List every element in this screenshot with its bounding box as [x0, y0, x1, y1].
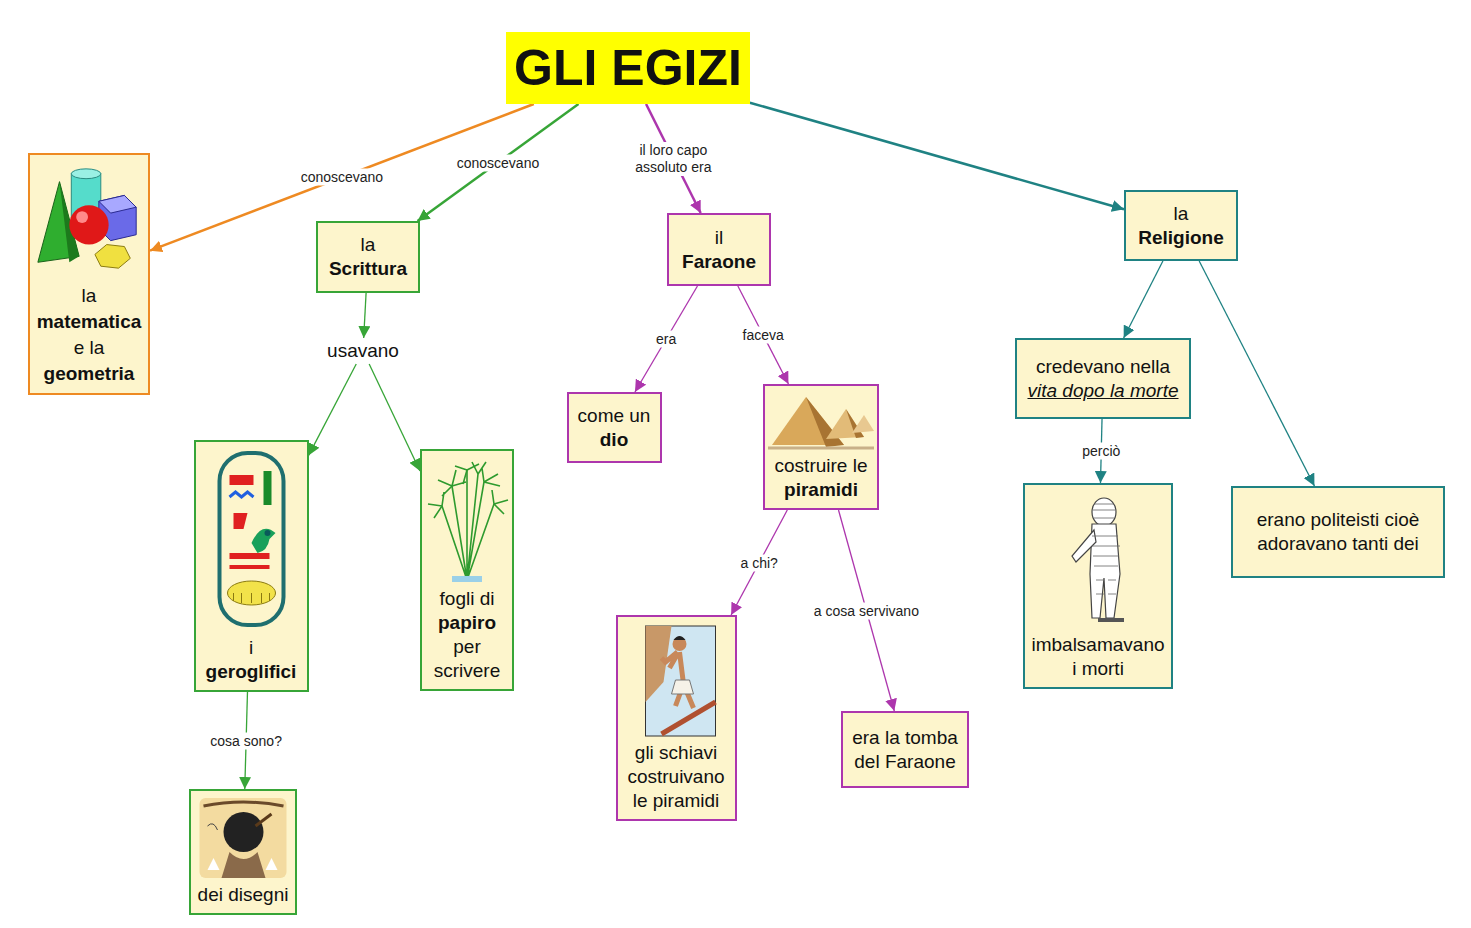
node-text: il [715, 226, 723, 250]
node-text: credevano nella [1036, 355, 1170, 379]
node-text: la [361, 233, 376, 257]
node-text: gli schiavi costruivano le piramidi [624, 741, 729, 813]
node-text: Religione [1138, 226, 1224, 250]
node-text: era la tomba del Faraone [851, 726, 959, 774]
connector-arrow [1199, 261, 1314, 486]
node-text: i [249, 636, 253, 660]
node-text: la [82, 283, 97, 309]
node-text: fogli di [440, 587, 495, 611]
connector-arrow [364, 293, 366, 338]
slave-illustration [618, 622, 735, 738]
node-text: piramidi [784, 478, 858, 502]
concept-box: era la tomba del Faraone [841, 711, 969, 788]
edge-label: a chi? [738, 554, 781, 571]
node-text: costruire le [775, 454, 868, 478]
node-text: e la [74, 335, 105, 361]
node-text: erano politeisti cioè adoravano tanti de… [1241, 508, 1435, 556]
title-text: GLI EGIZI [514, 38, 742, 98]
connector-arrow [309, 364, 357, 456]
node-text: Faraone [682, 250, 756, 274]
edge-label: perciò [1079, 443, 1123, 460]
cart-illustration [196, 447, 307, 633]
node-text: per scrivere [428, 635, 506, 683]
concept-box: come undio [567, 392, 662, 463]
node-text: imbalsamavano i morti [1031, 633, 1165, 681]
title-box: GLI EGIZI [506, 32, 750, 104]
concept-box: imbalsamavano i morti [1023, 483, 1173, 689]
node-text: geometria [44, 361, 135, 387]
concept-box: dei disegni [189, 789, 297, 915]
node-text: dio [600, 428, 629, 452]
concept-box: credevano nellavita dopo la morte [1015, 338, 1191, 419]
topic-box: ilFaraone [667, 213, 771, 286]
mummy-illustration [1025, 490, 1171, 630]
pyr-illustration [765, 391, 877, 451]
edge-label: conoscevano [298, 169, 387, 186]
node-text: matematica [37, 309, 142, 335]
connector-arrow [731, 510, 787, 615]
link-word: usavano [318, 338, 408, 364]
node-text: geroglifici [206, 660, 297, 684]
topic-box: lamatematicae lageometria [28, 153, 150, 395]
geo-illustration [30, 160, 148, 280]
node-text: papiro [438, 611, 496, 635]
edge-label: era [653, 331, 679, 348]
node-text: come un [578, 404, 651, 428]
edge-label: il loro capo assoluto era [615, 142, 731, 176]
concept-box: erano politeisti cioè adoravano tanti de… [1231, 486, 1445, 578]
connector-arrow [635, 286, 698, 392]
topic-box: laReligione [1124, 190, 1238, 261]
concept-box: costruire lepiramidi [763, 384, 879, 510]
node-text: dei disegni [198, 883, 289, 907]
edge-label: cosa sono? [207, 732, 285, 749]
concept-box: fogli dipapiroper scrivere [420, 449, 514, 691]
connector-arrow [750, 103, 1124, 210]
edge-label: faceva [740, 327, 787, 344]
connector-arrow [1124, 261, 1163, 338]
connector-arrow [369, 364, 420, 471]
connector-arrow [738, 286, 789, 384]
concept-box: igeroglifici [194, 440, 309, 692]
edge-label: conoscevano [454, 154, 543, 171]
node-text: usavano [327, 339, 399, 363]
node-text: Scrittura [329, 257, 407, 281]
topic-box: laScrittura [316, 221, 420, 293]
concept-box: gli schiavi costruivano le piramidi [616, 615, 737, 821]
head-illustration [191, 796, 295, 880]
connector-arrow [418, 104, 579, 221]
node-text: vita dopo la morte [1027, 379, 1178, 403]
node-text: la [1174, 202, 1189, 226]
edge-label: a cosa servivano [811, 602, 922, 619]
papy-illustration [422, 456, 512, 584]
